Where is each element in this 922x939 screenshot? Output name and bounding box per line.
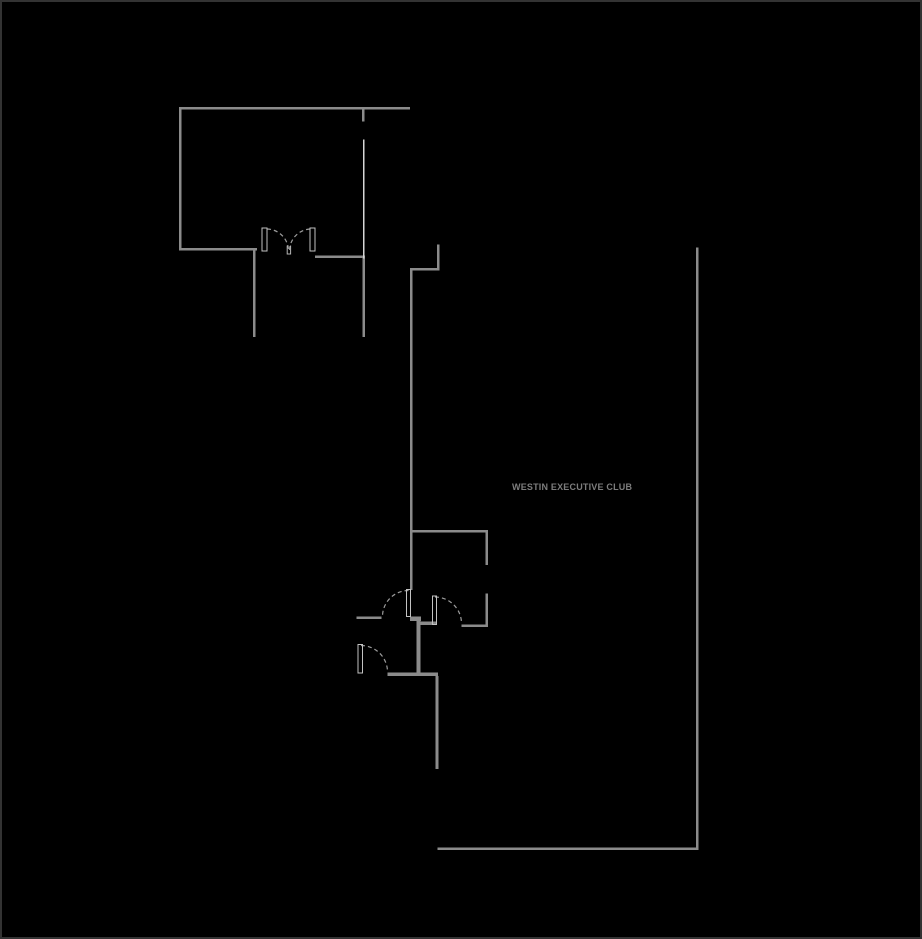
walls-layer — [179, 107, 699, 850]
upper-room-bottom-wall-right — [315, 255, 365, 258]
corridor-left-long-wall — [410, 268, 413, 590]
double-door-left-arc — [266, 228, 290, 251]
club-right-wall — [696, 247, 699, 850]
upper-room-right-door-jamb — [362, 257, 365, 337]
hall-door-c-leaf — [357, 644, 363, 674]
upper-room-top-partition-stub — [362, 109, 365, 122]
upper-room-partition-line — [363, 139, 365, 259]
door-panels-layer — [261, 227, 437, 674]
corridor-top-horizontal-wall — [410, 268, 440, 271]
double-door-right-arc — [288, 228, 311, 251]
door-arcs-layer — [266, 228, 463, 673]
vestibule-bottom-wall-right — [461, 624, 488, 627]
hall-door-c-arc — [360, 644, 389, 673]
hall-corner-block — [410, 616, 421, 621]
corridor-top-stub-wall — [437, 244, 440, 269]
marks-layer — [286, 245, 292, 255]
thin-lines-layer — [363, 139, 365, 259]
vestibule-top-wall — [410, 530, 488, 533]
upper-room-left-wall — [179, 107, 182, 250]
club-bottom-wall — [437, 847, 699, 850]
double-door-right-leaf — [309, 227, 316, 252]
room-label-westin-executive-club: WESTIN EXECUTIVE CLUB — [512, 482, 633, 492]
vestibule-door-leaf — [432, 595, 437, 625]
double-door-left-leaf — [261, 227, 268, 252]
hall-thick-vertical-wall — [416, 616, 421, 675]
hall-door-a-stub-wall — [356, 616, 382, 619]
upper-room-bottom-wall-left — [179, 248, 257, 251]
vestibule-door-jamb-wall — [420, 621, 437, 625]
upper-room-left-door-jamb — [253, 250, 256, 337]
vestibule-right-wall-lower — [485, 593, 488, 627]
hall-door-a-arc — [381, 589, 409, 617]
hall-door-a-leaf — [406, 589, 411, 617]
vestibule-door-arc — [434, 596, 463, 624]
upper-room-top-wall — [179, 107, 410, 110]
hall-bottom-wall — [387, 672, 438, 676]
vestibule-right-wall-upper — [485, 530, 488, 565]
lower-left-wall — [435, 676, 439, 769]
double-door-meeting-tick — [286, 245, 292, 255]
